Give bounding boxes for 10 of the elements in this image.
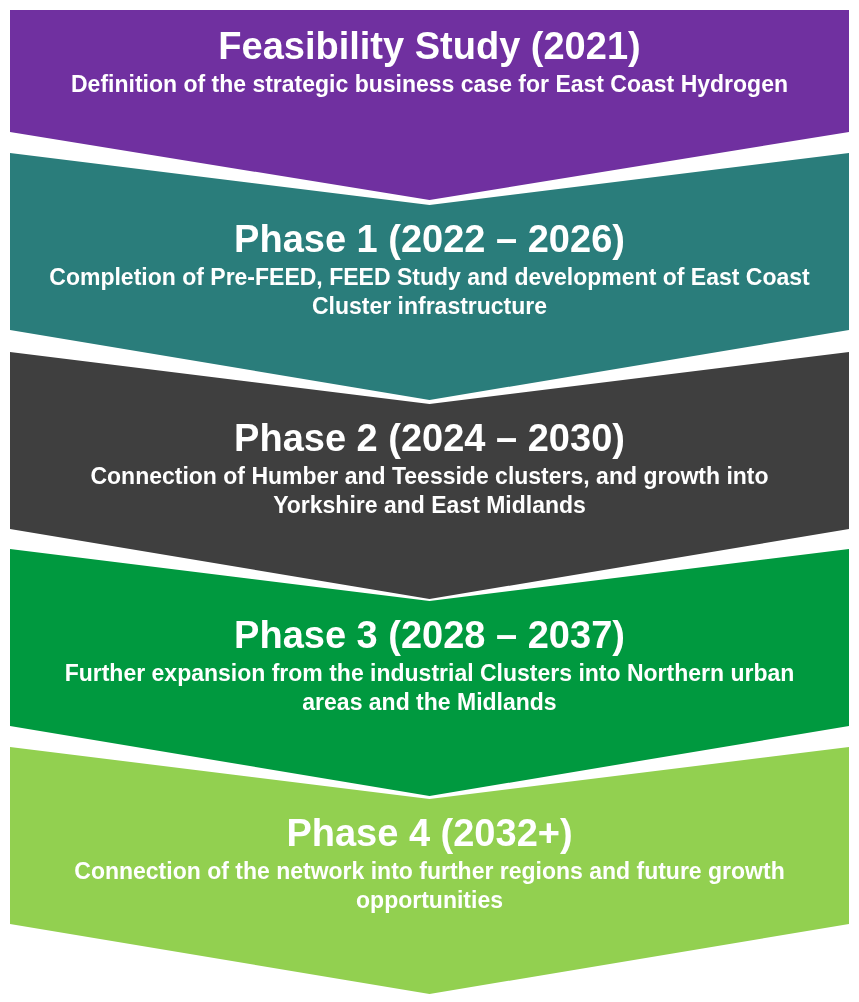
phase-description: Further expansion from the industrial Clusters into Northern urban areas and the Midlands <box>63 658 796 718</box>
phase-heading: Phase 2 (2024 – 2030) <box>234 416 625 461</box>
phase-description: Completion of Pre-FEED, FEED Study and development of East Coast Cluster infrastructure <box>48 262 811 322</box>
phase-description: Connection of the network into further regions and future growth opportunities <box>73 856 786 916</box>
phase-heading: Phase 3 (2028 – 2037) <box>234 613 625 658</box>
phase-description: Connection of Humber and Teesside clusters, and growth into Yorkshire and East Midlands <box>89 461 770 521</box>
phase-heading: Feasibility Study (2021) <box>218 24 641 69</box>
phase-heading: Phase 1 (2022 – 2026) <box>234 217 625 262</box>
phase-description: Definition of the strategic business case for East Coast Hydrogen <box>71 69 788 99</box>
phase-heading: Phase 4 (2032+) <box>286 811 573 856</box>
